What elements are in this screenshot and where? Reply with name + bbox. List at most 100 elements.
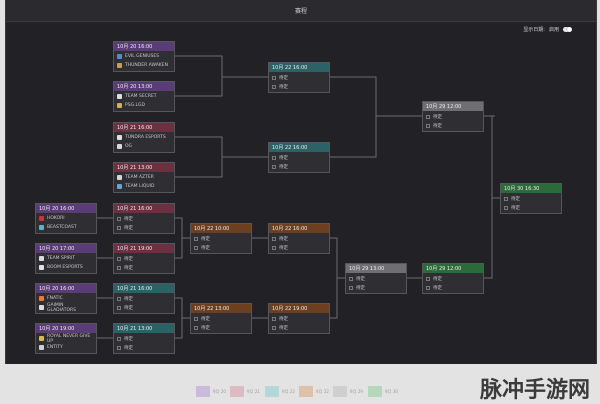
team-row[interactable]: ENTITY [39,343,93,352]
team-row[interactable]: TEAM AZTER [117,173,171,182]
team-row[interactable]: 待定 [504,203,558,212]
team-row[interactable]: 待定 [117,263,171,272]
team-row[interactable]: EVIL GENIUSES [117,52,171,61]
team-row[interactable]: TUNDRA ESPORTS [117,133,171,142]
display-dates-control[interactable]: 显示日期: 启用 [523,26,572,33]
team-row[interactable]: HOKORI [39,214,93,223]
placeholder-team-icon [349,285,353,290]
team-row[interactable]: THUNDER AWAKEN [117,61,171,70]
team-row[interactable]: GAIMIN GLADIATORS [39,303,93,313]
team-row[interactable]: 待定 [272,314,326,323]
team-name: TEAM SPIRIT [47,256,76,261]
legend-item: 9月 22 [299,386,329,397]
bracket-connectors [97,55,500,339]
team-row[interactable]: FNATIC [39,294,93,303]
team-row[interactable]: 待定 [117,303,171,312]
team-row[interactable]: 待定 [426,112,480,121]
match-date: 10月 22 10:00 [191,224,251,233]
team-row[interactable]: 待定 [194,314,248,323]
match-teams: 待定待定 [346,273,406,293]
team-row[interactable]: 待定 [117,214,171,223]
match-teams: TEAM AZTER TEAM LIQUID [114,172,174,192]
team-row[interactable]: 待定 [117,334,171,343]
team-row[interactable]: 待定 [194,243,248,252]
team-row[interactable]: 待定 [504,194,558,203]
team-row[interactable]: 待定 [117,294,171,303]
team-row[interactable]: 待定 [272,162,326,171]
placeholder-team-icon [117,216,121,221]
team-name: TEAM AZTER [125,175,154,180]
team-row[interactable]: 待定 [117,254,171,263]
team-row[interactable]: BOOM ESPORTS [39,263,93,272]
match-date: 10月 21 16:00 [114,284,174,293]
spirit-icon [39,256,44,261]
placeholder-team-icon [272,164,276,169]
legend-label: 9月 22 [316,388,329,394]
placeholder-team-icon [272,236,276,241]
match-date: 10月 22 16:00 [269,143,329,152]
beastcoast-icon [39,225,44,230]
team-row[interactable]: 待定 [117,223,171,232]
team-row[interactable]: 待定 [194,234,248,243]
match-date: 10月 29 12:00 [423,102,483,111]
team-row[interactable]: PSG.LGD [117,101,171,110]
team-row[interactable]: 待定 [272,234,326,243]
team-name: 待定 [433,123,442,129]
team-row[interactable]: 待定 [426,121,480,130]
team-row[interactable]: TEAM SPIRIT [39,254,93,263]
display-dates-label: 显示日期: [523,27,545,33]
team-row[interactable]: 待定 [272,82,326,91]
team-row[interactable]: BEASTCOAST [39,223,93,232]
team-row[interactable]: 待定 [426,274,480,283]
team-row[interactable]: 待定 [272,73,326,82]
placeholder-team-icon [194,236,198,241]
team-row[interactable]: 待定 [272,153,326,162]
match-teams: EVIL GENIUSES THUNDER AWAKEN [114,51,174,71]
team-row[interactable]: OG [117,142,171,151]
team-name: EVIL GENIUSES [125,54,160,59]
team-row[interactable]: 待定 [272,323,326,332]
team-row[interactable]: ROYAL NEVER GIVE UP [39,334,93,344]
match-date: 10月 21 13:00 [114,324,174,333]
toggle-switch-icon[interactable] [563,27,572,32]
team-name: 待定 [356,285,365,291]
hokori-icon [39,216,44,221]
team-row[interactable]: 待定 [349,283,403,292]
placeholder-team-icon [117,336,121,341]
legend-item: 9月 21 [230,386,260,397]
tundra-icon [117,135,122,140]
team-row[interactable]: 待定 [194,323,248,332]
team-row[interactable]: TEAM SECRET [117,92,171,101]
legend-label: 9月 22 [282,388,295,394]
team-row[interactable]: 待定 [349,274,403,283]
match-date: 10月 21 16:00 [114,123,174,132]
team-row[interactable]: 待定 [426,283,480,292]
team-row[interactable]: TEAM LIQUID [117,182,171,191]
team-name: 待定 [201,316,210,322]
team-row[interactable]: 待定 [117,343,171,352]
team-row[interactable]: 待定 [272,243,326,252]
legend-item: 9月 30 [368,386,398,397]
